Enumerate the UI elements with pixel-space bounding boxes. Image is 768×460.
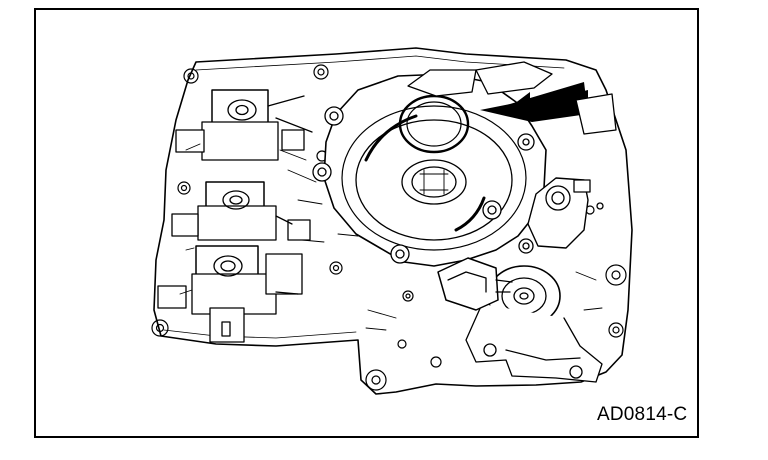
right-solenoid (518, 177, 604, 254)
solenoid-middle (171, 181, 311, 241)
sensor-connector (437, 257, 499, 311)
pressure-sensor (437, 257, 603, 383)
solenoid-upper (175, 89, 313, 161)
solenoid-lower (157, 245, 303, 343)
valve-bore-details (179, 143, 603, 331)
o-ring-seal (398, 94, 470, 154)
bolt-holes (151, 64, 627, 391)
figure-code-label: AD0814-C (597, 404, 688, 425)
pump-housing (312, 73, 547, 267)
valve-body-illustration (151, 47, 633, 395)
figure-frame: AD0814-C (34, 8, 699, 438)
